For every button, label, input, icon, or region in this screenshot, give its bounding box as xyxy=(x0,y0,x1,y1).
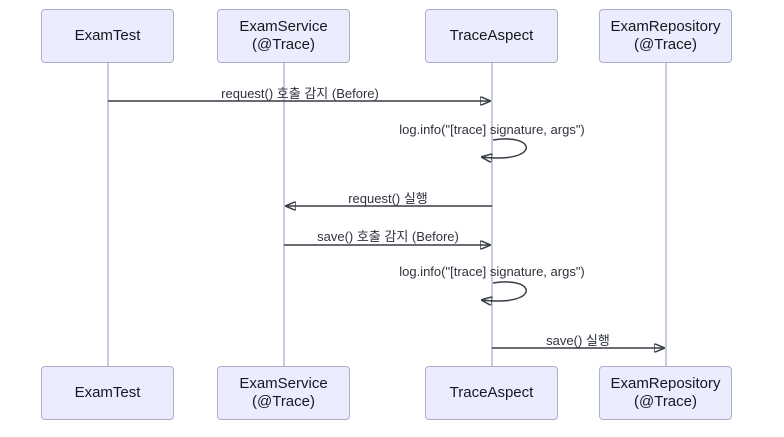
actor-box-examrepository-top: ExamRepository (@Trace) xyxy=(599,9,732,63)
actor-annotation: (@Trace) xyxy=(251,36,315,53)
actor-box-examtest-bottom: ExamTest xyxy=(41,366,174,420)
lifeline-examservice xyxy=(283,63,285,366)
arrow-self-log-1 xyxy=(482,138,527,158)
actor-box-examservice-bottom: ExamService (@Trace) xyxy=(217,366,350,420)
message-label-log-1: log.info("[trace] signature, args") xyxy=(399,122,585,137)
actor-annotation: (@Trace) xyxy=(633,36,697,53)
actor-box-examservice-top: ExamService (@Trace) xyxy=(217,9,350,63)
actor-label: TraceAspect xyxy=(449,384,534,401)
actor-label: ExamRepository xyxy=(610,18,721,35)
message-label-save-detect: save() 호출 감지 (Before) xyxy=(317,229,459,244)
arrow-self-log-2 xyxy=(482,281,527,301)
actor-box-examrepository-bottom: ExamRepository (@Trace) xyxy=(599,366,732,420)
actor-label: ExamRepository xyxy=(610,375,721,392)
lifeline-examrepository xyxy=(665,63,667,366)
actor-label: ExamTest xyxy=(74,384,141,401)
message-label-request-detect: request() 호출 감지 (Before) xyxy=(221,86,379,101)
message-label-save-exec: save() 실행 xyxy=(546,333,610,348)
lifeline-traceaspect xyxy=(491,63,493,366)
actor-box-traceaspect-top: TraceAspect xyxy=(425,9,558,63)
message-label-request-exec: request() 실행 xyxy=(348,191,428,206)
actor-box-examtest-top: ExamTest xyxy=(41,9,174,63)
actor-box-traceaspect-bottom: TraceAspect xyxy=(425,366,558,420)
actor-annotation: (@Trace) xyxy=(251,393,315,410)
actor-label: TraceAspect xyxy=(449,27,534,44)
actor-label: ExamTest xyxy=(74,27,141,44)
actor-annotation: (@Trace) xyxy=(633,393,697,410)
lifeline-examtest xyxy=(107,63,109,366)
actor-label: ExamService xyxy=(239,375,328,392)
message-label-log-2: log.info("[trace] signature, args") xyxy=(399,264,585,279)
actor-label: ExamService xyxy=(239,18,328,35)
